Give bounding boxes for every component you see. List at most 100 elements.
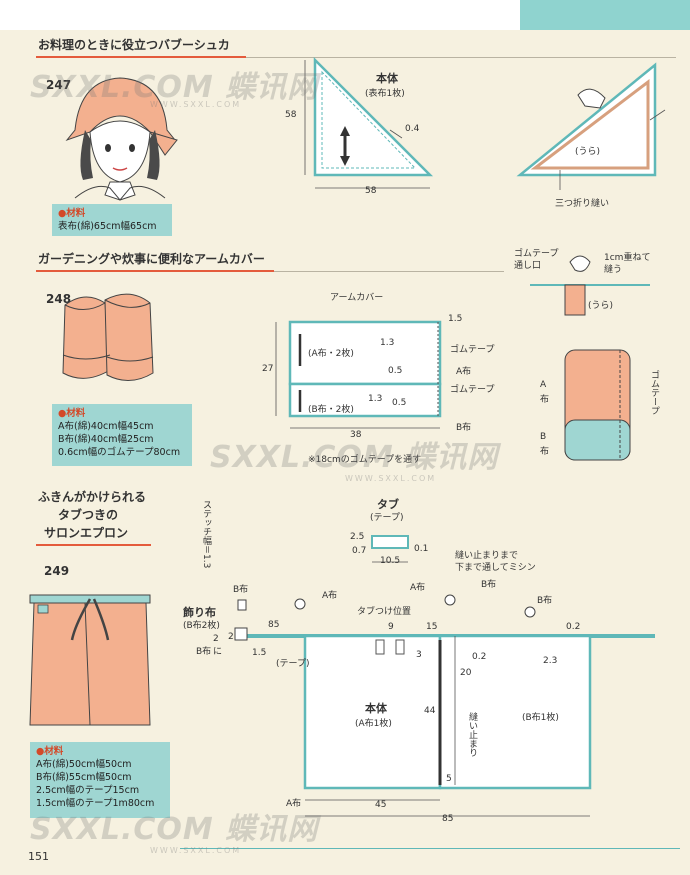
watermark-logo: SXXL.COM 蝶讯网 [30,70,319,105]
tape-label: (テープ) [276,659,310,669]
fabric-a-label: A布 [410,583,426,593]
watermark-logo: SXXL.COM 蝶讯网 [210,440,499,475]
babushka-illustration [65,77,178,201]
section-divider [274,271,504,272]
width-dimension: 38 [350,430,362,440]
height-dimension: 58 [285,110,297,120]
material-item: 表布(綿)65cm幅65cm [58,221,157,232]
tab-position-label: タブつけ位置 [357,607,412,617]
dim-1-3: 1.3 [368,394,383,404]
section-title-underline [36,544,151,546]
body-b-sub: (B布1枚) [522,713,559,723]
decoration-sub: (B布2枚) [183,621,220,631]
elastic-opening-label: 通し口 [514,261,542,271]
fabric-b-label: B布 [537,596,553,606]
section-divider [246,57,676,58]
dim-1-3: 1.3 [380,338,395,348]
section-249-title-line1: ふきんがかけられる [38,490,147,504]
material-item: B布(綿)55cm幅50cm [36,772,132,783]
section-title-underline [36,270,274,272]
side-a-label: A [540,380,547,390]
watermark-url: WWW.SXXL.COM [150,100,242,109]
material-item: A布(綿)40cm幅45cm [58,421,154,432]
decoration-title: 飾り布 [183,606,216,619]
page-number: 151 [28,850,49,863]
item-number: 249 [44,564,70,578]
dim-0-5: 0.5 [392,398,407,408]
width-dimension: 58 [365,186,377,196]
piece-b-label: (B布・2枚) [308,405,354,415]
fabric-b-label: B布 [233,585,249,595]
height-dimension: 27 [262,364,274,374]
dim-2: 2 [228,632,234,642]
materials-heading: ●材料 [58,408,86,419]
stitch-note: 下まで通してミシン [455,563,536,573]
elastic-label: ゴムテープ [450,345,495,355]
dim-1-5: 1.5 [252,648,267,658]
section-248-title: ガーデニングや炊事に便利なアームカバー [38,252,265,266]
side-b-label: B [540,432,547,442]
fabric-a-label: A布 [286,799,302,809]
dim-0-2: 0.2 [472,652,487,662]
side-b-label: 布 [540,447,550,457]
watermark-url: WWW.SXXL.COM [150,846,242,855]
apron-illustration [29,594,151,726]
fabric-b-label: B布 [456,423,472,433]
dim-2-3: 2.3 [543,656,558,666]
dim-3: 3 [416,650,422,660]
dim-5: 5 [446,774,452,784]
back-side-label: (うら) [588,301,614,311]
section-title-underline [36,56,246,58]
tab-dim-0-1: 0.1 [414,544,429,554]
seam-allowance: 0.4 [405,124,420,134]
diagram-subtitle: (表布1枚) [365,89,405,99]
tab-dim-10-5: 10.5 [380,556,401,566]
fabric-b-label: B布 [481,580,497,590]
piece-a-label: (A布・2枚) [308,349,354,359]
stitch-width-label: ステッチ幅＝1.3 [201,500,211,569]
material-item: 0.6cm幅のゴムテープ80cm [58,447,181,458]
elastic-note: ※18cmのゴムテープを通す [308,455,422,465]
section-249-title-line3: サロンエプロン [44,526,129,540]
dim-85: 85 [442,814,454,824]
watermark-logo: SXXL.COM 蝶讯网 [30,812,319,847]
stitch-note: 縫い止まりまで [455,551,519,561]
tab-dim-2-5: 2.5 [350,532,365,542]
material-item: 1.5cm幅のテープ1m80cm [36,798,155,809]
elastic-label: ゴムテープ [450,385,495,395]
dim-0-2: 0.2 [566,622,581,632]
body-a-sub: (A布1枚) [355,719,392,729]
material-item: A布(綿)50cm幅50cm [36,759,132,770]
dim-15: 15 [426,622,438,632]
fold-seam-label: 三つ折り縫い [555,199,610,209]
materials-heading: ●材料 [36,746,64,757]
item-number: 248 [46,292,72,306]
dim-85: 85 [268,620,280,630]
body-title: 本体 [365,702,387,715]
diagram-title: 本体 [376,72,398,85]
footer-rule [180,848,680,849]
materials-box: ●材料 A布(綿)40cm幅45cm B布(綿)40cm幅25cm 0.6cm幅… [52,404,192,466]
section-249-title-line2: タブつきの [58,508,119,522]
side-elastic-label: ゴムテープ [649,370,659,415]
watermark-url: WWW.SXXL.COM [345,474,437,483]
section-247-title: お料理のときに役立つバブーシュカ [38,38,230,52]
stitch-stop-label: 縫い止まり [467,712,477,757]
overlap-label: 1cm重ねて [604,253,651,263]
ni-label: に [213,647,223,657]
dim-1-5: 1.5 [448,314,463,324]
item-number: 247 [46,78,72,92]
fabric-a-label: A布 [456,367,472,377]
top-accent-bar [520,0,690,30]
arm-cover-illustration [62,293,154,381]
side-a-label: 布 [540,395,550,405]
dim-20: 20 [460,668,472,678]
fabric-a-label: A布 [322,591,338,601]
dim-44: 44 [424,706,436,716]
dim-9: 9 [388,622,394,632]
back-side-label: (うら) [575,147,601,157]
material-item: 2.5cm幅のテープ15cm [36,785,140,796]
tab-subtitle: (テープ) [370,513,404,523]
